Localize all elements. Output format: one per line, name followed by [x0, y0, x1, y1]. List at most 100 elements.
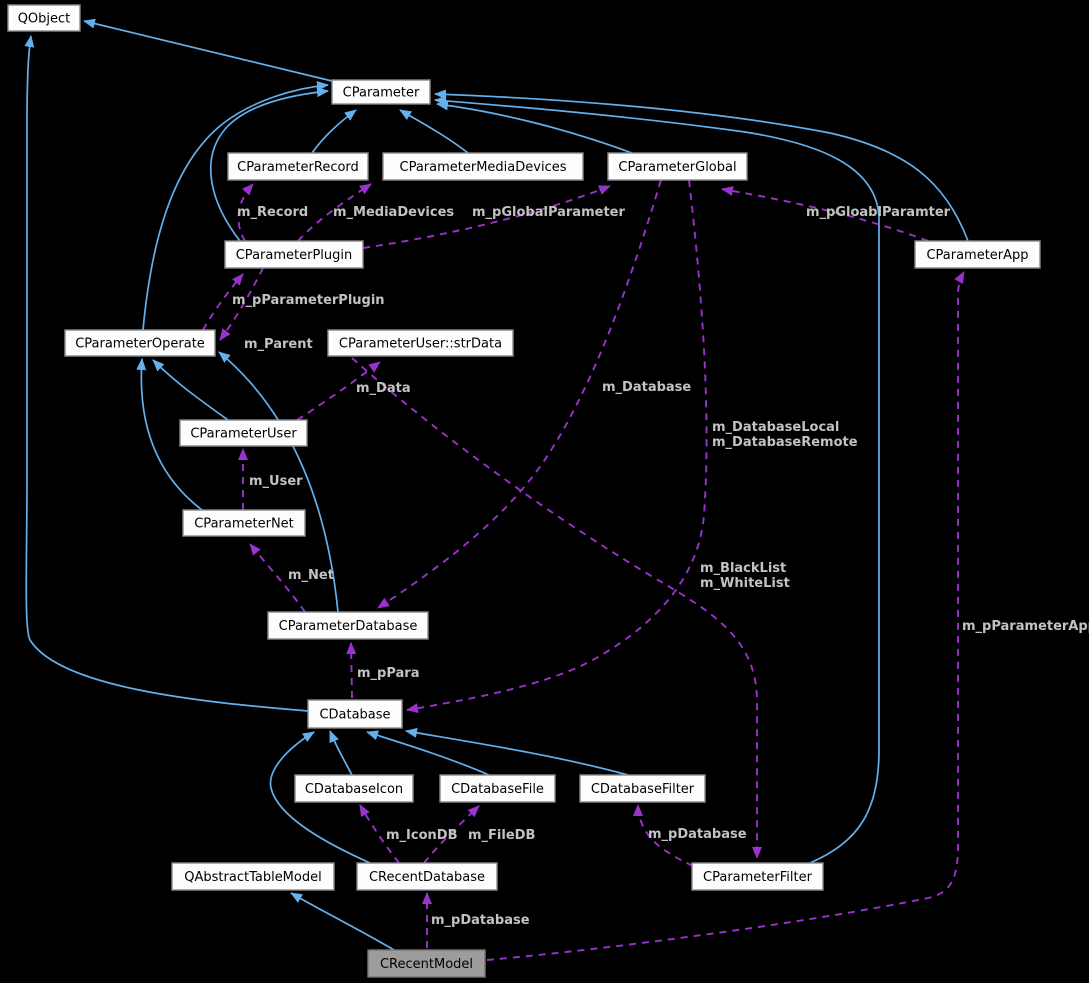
edge-label-m_Record: m_Record: [237, 205, 308, 220]
node-CParameterPlugin[interactable]: CParameterPlugin: [224, 240, 364, 269]
inheritance-edge-plugin-to-cparameter: [209, 87, 329, 242]
node-label: CDatabaseIcon: [305, 782, 403, 797]
node-label: CDatabaseFile: [451, 782, 544, 797]
node-label: CDatabase: [319, 708, 390, 723]
member-edge-plugin-to-mediadevices: [297, 183, 372, 242]
edge-label-m_pParameterPlugin: m_pParameterPlugin: [232, 293, 385, 308]
node-label: CParameterUser::strData: [339, 337, 502, 352]
node-CDatabaseIcon[interactable]: CDatabaseIcon: [294, 774, 414, 803]
node-label: CParameterFilter: [703, 870, 813, 885]
member-edge-recentdb-to-dbfile: [423, 805, 480, 864]
node-CRecentDatabase[interactable]: CRecentDatabase: [356, 862, 498, 891]
node-label: CParameterDatabase: [279, 619, 418, 634]
node-CParameterOperate[interactable]: CParameterOperate: [64, 329, 216, 357]
node-CParameterUser[interactable]: CParameterUser: [179, 419, 308, 447]
focus-node-box: [367, 949, 486, 978]
edge-label-m_User: m_User: [249, 474, 303, 489]
edge-label-m_IconDB: m_IconDB: [386, 828, 457, 843]
edge-label-m_pDatabase: m_pDatabase: [648, 827, 747, 842]
node-CParameterMediaDevices[interactable]: CParameterMediaDevices: [382, 152, 584, 181]
inheritance-edge-mediadevices-to-cparameter: [399, 109, 469, 154]
edge-label-m_FileDB: m_FileDB: [468, 828, 535, 843]
node-box: [331, 79, 431, 105]
node-CDatabaseFilter[interactable]: CDatabaseFilter: [579, 774, 706, 803]
inheritance-edge-recentdb-to-cdatabase: [269, 731, 371, 864]
node-box: [914, 240, 1041, 269]
node-CRecentModel: CRecentModel: [367, 949, 486, 978]
node-CParameterUser::strData[interactable]: CParameterUser::strData: [327, 329, 514, 357]
node-label: CParameterGlobal: [618, 160, 736, 175]
member-edge-global-to-cdatabase: [406, 179, 708, 714]
node-CDatabase[interactable]: CDatabase: [307, 699, 403, 729]
member-edge-recentdb-to-dbicon: [359, 804, 400, 864]
node-box: [171, 862, 335, 891]
edge-label-m_pPara: m_pPara: [357, 666, 420, 681]
edge-label-m_DatabaseLocal: m_DatabaseLocal: [712, 420, 839, 435]
node-box: [327, 329, 514, 357]
node-QObject[interactable]: QObject: [7, 4, 81, 32]
member-edge-strdata-to-pfilter: [351, 357, 762, 859]
edge-label-m_pDatabase: m_pDatabase: [431, 913, 530, 928]
node-label: QObject: [18, 12, 71, 27]
node-CDatabaseFile[interactable]: CDatabaseFile: [439, 774, 556, 803]
edge-label-m_Net: m_Net: [288, 568, 334, 583]
node-box: [307, 699, 403, 729]
inheritance-edge-operate-to-cparameter: [142, 81, 329, 331]
inheritance-edge-dbfilter-to-cdatabase: [405, 727, 629, 776]
node-box: [579, 774, 706, 803]
node-QAbstractTableModel[interactable]: QAbstractTableModel: [171, 862, 335, 891]
node-box: [267, 611, 429, 640]
node-label: CParameterUser: [190, 427, 297, 442]
node-label: CParameterRecord: [237, 160, 359, 175]
member-edge-pfilter-to-dbfilter: [633, 804, 694, 867]
node-label: CParameter: [343, 86, 420, 101]
node-label: CParameterOperate: [75, 337, 205, 352]
node-box: [179, 419, 308, 447]
edge-label-m_BlackList: m_BlackList: [700, 561, 786, 576]
node-CParameter[interactable]: CParameter: [331, 79, 431, 105]
node-CParameterGlobal[interactable]: CParameterGlobal: [607, 152, 748, 181]
node-CParameterNet[interactable]: CParameterNet: [182, 509, 306, 537]
edge-label-m_MediaDevices: m_MediaDevices: [333, 205, 454, 220]
node-CParameterRecord[interactable]: CParameterRecord: [227, 152, 369, 181]
edge-label-m_DatabaseRemote: m_DatabaseRemote: [712, 435, 858, 450]
node-box: [227, 152, 369, 181]
node-box: [607, 152, 748, 181]
edge-label-m_pGloablParamter: m_pGloablParamter: [806, 205, 951, 220]
node-label: CParameterPlugin: [236, 248, 353, 263]
node-CParameterFilter[interactable]: CParameterFilter: [691, 862, 824, 891]
edge-label-m_Data: m_Data: [356, 381, 411, 396]
node-label: CRecentDatabase: [369, 870, 485, 885]
inheritance-edge-dbfile-to-cdatabase: [366, 730, 490, 776]
member-edge-operate-to-plugin: [202, 273, 244, 331]
node-box: [7, 4, 81, 32]
node-box: [64, 329, 216, 357]
member-edge-plugin-to-record: [237, 183, 254, 242]
inheritance-edge-net-to-operate: [136, 358, 203, 511]
inheritance-edge-record-to-cparameter: [311, 109, 357, 154]
node-CParameterDatabase[interactable]: CParameterDatabase: [267, 611, 429, 640]
edge-label-m_pParameterApp: m_pParameterApp: [962, 619, 1089, 634]
edge-label-m_Parent: m_Parent: [244, 337, 313, 352]
inheritance-edge-recentmodel-to-qatm: [290, 892, 395, 951]
node-label: CParameterApp: [926, 248, 1028, 263]
edge-label-m_pGlobalParameter: m_pGlobalParameter: [472, 205, 625, 220]
inheritance-edge-dbicon-to-cdatabase: [329, 730, 353, 776]
node-box: [224, 240, 364, 269]
node-box: [356, 862, 498, 891]
node-box: [382, 152, 584, 181]
node-box: [294, 774, 414, 803]
member-edge-recentmodel-to-app: [486, 271, 965, 961]
inheritance-edge-user-to-operate: [152, 359, 229, 421]
inheritance-edge-paramdb-to-operate: [218, 351, 339, 613]
node-box: [691, 862, 824, 891]
member-edge-paramdb-to-net: [249, 543, 306, 613]
node-label: CRecentModel: [380, 957, 473, 972]
node-label: CParameterMediaDevices: [400, 160, 567, 175]
node-CParameterApp[interactable]: CParameterApp: [914, 240, 1041, 269]
node-label: CDatabaseFilter: [591, 782, 695, 797]
inheritance-edge-pfilter-to-cparameter: [434, 95, 880, 864]
edge-label-m_Database: m_Database: [602, 380, 691, 395]
